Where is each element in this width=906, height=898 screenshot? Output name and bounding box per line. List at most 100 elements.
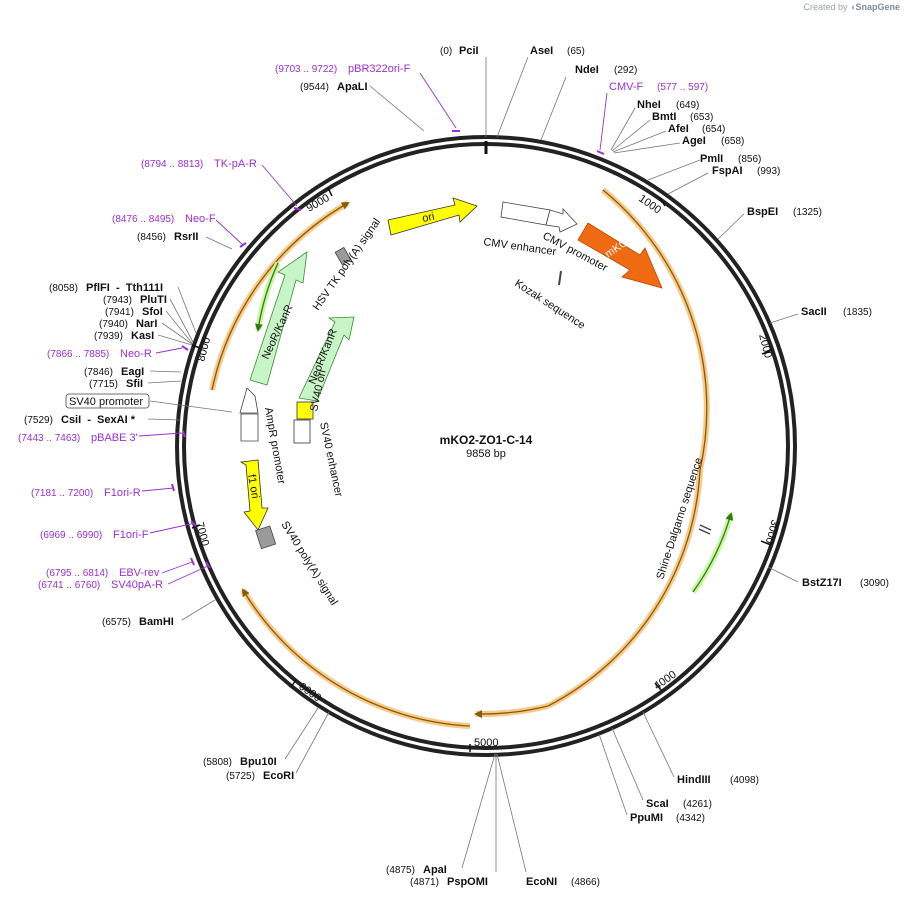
site-pos-scai: (4261) <box>683 799 712 810</box>
primer-range-sv40pa-r: (6741 .. 6760) <box>38 580 100 591</box>
site-pos-fspai: (993) <box>757 166 780 177</box>
site-name-bstz17i: BstZ17I <box>802 577 842 589</box>
site-pos-hindiii: (4098) <box>730 775 759 786</box>
primer-range-neo-f: (8476 .. 8495) <box>112 214 174 225</box>
cmv-enhancer-feature <box>500 201 551 226</box>
sv40-promoter-box <box>65 393 150 409</box>
tick-label-5000: 5000 <box>474 737 498 749</box>
site-pos-pcii: (0) <box>440 46 452 57</box>
tick-label-8000: 8000 <box>195 336 213 363</box>
primer-leader-lines <box>138 72 608 585</box>
site-name-nari: NarI <box>136 318 157 330</box>
site-name-afei: AfeI <box>668 123 689 135</box>
primer-name-pbabe3: pBABE 3' <box>91 432 138 444</box>
site-pos-pmli: (856) <box>738 154 761 165</box>
neo-outer-feature <box>249 251 308 386</box>
primer-name-pbr322ori-f: pBR322ori-F <box>348 63 411 75</box>
site-name-pmli: PmlI <box>700 153 723 165</box>
site-name-sfoi: SfoI <box>142 306 163 318</box>
primer-range-f1ori-f: (6969 .. 6990) <box>40 530 102 541</box>
ori-label: ori <box>421 211 435 225</box>
site-pos-pflfi: (8058) <box>49 283 78 294</box>
site-pos-ppumi: (4342) <box>676 813 705 824</box>
f1-ori-label: f1 ori <box>245 473 261 499</box>
orf-arcs <box>209 187 734 729</box>
site-name-sacii: SacII <box>801 306 827 318</box>
ori-feature <box>387 197 478 236</box>
site-pos-ndei: (292) <box>614 65 637 76</box>
neo-inner-feature <box>298 316 355 402</box>
snapgene-credit: Created by ◖SnapGene <box>804 2 901 12</box>
site-pos-kasi: (7939) <box>94 331 123 342</box>
site-name-bpu10i: Bpu10I <box>240 756 277 768</box>
site-name-hindiii: HindIII <box>677 774 711 786</box>
primer-name-tk-pa-r: TK-pA-R <box>214 158 257 170</box>
site-name-eagi: EagI <box>121 366 144 378</box>
site-pos-apai: (4875) <box>386 865 415 876</box>
kozak-mark <box>558 270 562 286</box>
ampr-promoter-feature <box>240 413 259 442</box>
site-name-rsrii: RsrII <box>174 231 198 243</box>
sv40-enhancer-feature <box>293 419 311 444</box>
site-pos-csii: (7529) <box>24 415 53 426</box>
site-name-nhei: NheI <box>637 99 661 111</box>
site-name-ppumi: PpuMI <box>630 812 663 824</box>
site-name-bamhi: BamHI <box>139 616 174 628</box>
orf-arc-main <box>601 187 710 471</box>
site-name-bspei: BspEI <box>747 206 778 218</box>
primer-name-neo-r: Neo-R <box>120 348 152 360</box>
snapgene-logo-icon: ◖ <box>850 2 856 12</box>
site-pos-nari: (7940) <box>99 319 128 330</box>
site-pos-bspei: (1325) <box>793 207 822 218</box>
orf-arc-lower-left <box>240 588 471 729</box>
site-pos-ecori: (5725) <box>226 771 255 782</box>
primer-range-cmv-f: (577 .. 597) <box>657 82 708 93</box>
site-pos-agei: (658) <box>721 136 744 147</box>
site-pos-nhei: (649) <box>676 100 699 111</box>
primer-name-neo-f: Neo-F <box>185 213 216 225</box>
site-pos-bpu10i: (5808) <box>203 757 232 768</box>
hsv-tk-polya-label: HSV TK poly(A) signal <box>311 216 383 312</box>
site-pos-pspomi: (4871) <box>410 877 439 888</box>
site-pos-bmti: (653) <box>690 112 713 123</box>
site-name-agei: AgeI <box>682 135 706 147</box>
site-name-ecori: EcoRI <box>263 770 294 782</box>
site-name-pspomi: PspOMI <box>447 876 488 888</box>
site-name-asei: AseI <box>530 45 553 57</box>
site-name-fspai: FspAI <box>712 165 743 177</box>
sv40-promoter-label: SV40 promoter <box>69 396 143 408</box>
ampr-promoter-label: AmpR promoter <box>262 406 287 485</box>
primer-labels: (9703 .. 9722) pBR322ori-F CMV-F (577 ..… <box>18 63 708 591</box>
primer-range-neo-r: (7866 .. 7885) <box>47 349 109 360</box>
site-name-pflfi: PflFI - Tth111I <box>86 282 163 294</box>
primer-range-tk-pa-r: (8794 .. 8813) <box>141 159 203 170</box>
primer-range-ebv-rev: (6795 .. 6814) <box>46 568 108 579</box>
sv40-promoter-feature <box>239 387 259 414</box>
site-pos-sfoi: (7941) <box>105 307 134 318</box>
site-name-ndei: NdeI <box>575 64 599 76</box>
primer-name-f1ori-r: F1ori-R <box>104 487 141 499</box>
features: ori CMV enhancer CMV promoter mKO2 Kozak… <box>65 197 712 608</box>
primer-name-sv40pa-r: SV40pA-R <box>111 579 163 591</box>
site-pos-eagi: (7846) <box>84 367 113 378</box>
site-name-econi: EcoNI <box>526 876 557 888</box>
leader-lines <box>147 56 799 873</box>
site-name-apali: ApaLI <box>337 81 368 93</box>
site-name-pluti: PluTI <box>140 294 167 306</box>
primer-name-cmv-f: CMV-F <box>609 81 644 93</box>
site-name-kasi: KasI <box>131 330 154 342</box>
sv40-ori-feature <box>296 401 314 420</box>
site-name-scai: ScaI <box>646 798 669 810</box>
plasmid-name: mKO2-ZO1-C-14 <box>440 433 533 447</box>
site-pos-bstz17i: (3090) <box>860 578 889 589</box>
site-name-csii: CsiI - SexAI * <box>61 414 136 426</box>
plasmid-length: 9858 bp <box>466 448 506 460</box>
primer-range-f1ori-r: (7181 .. 7200) <box>31 488 93 499</box>
credit-brand: SnapGene <box>855 2 900 12</box>
site-name-pcii: PciI <box>459 45 479 57</box>
hsv-tk-polya-feature <box>334 246 352 266</box>
site-pos-bamhi: (6575) <box>102 617 131 628</box>
cmv-promoter-feature <box>545 207 578 233</box>
site-pos-rsrii: (8456) <box>137 232 166 243</box>
